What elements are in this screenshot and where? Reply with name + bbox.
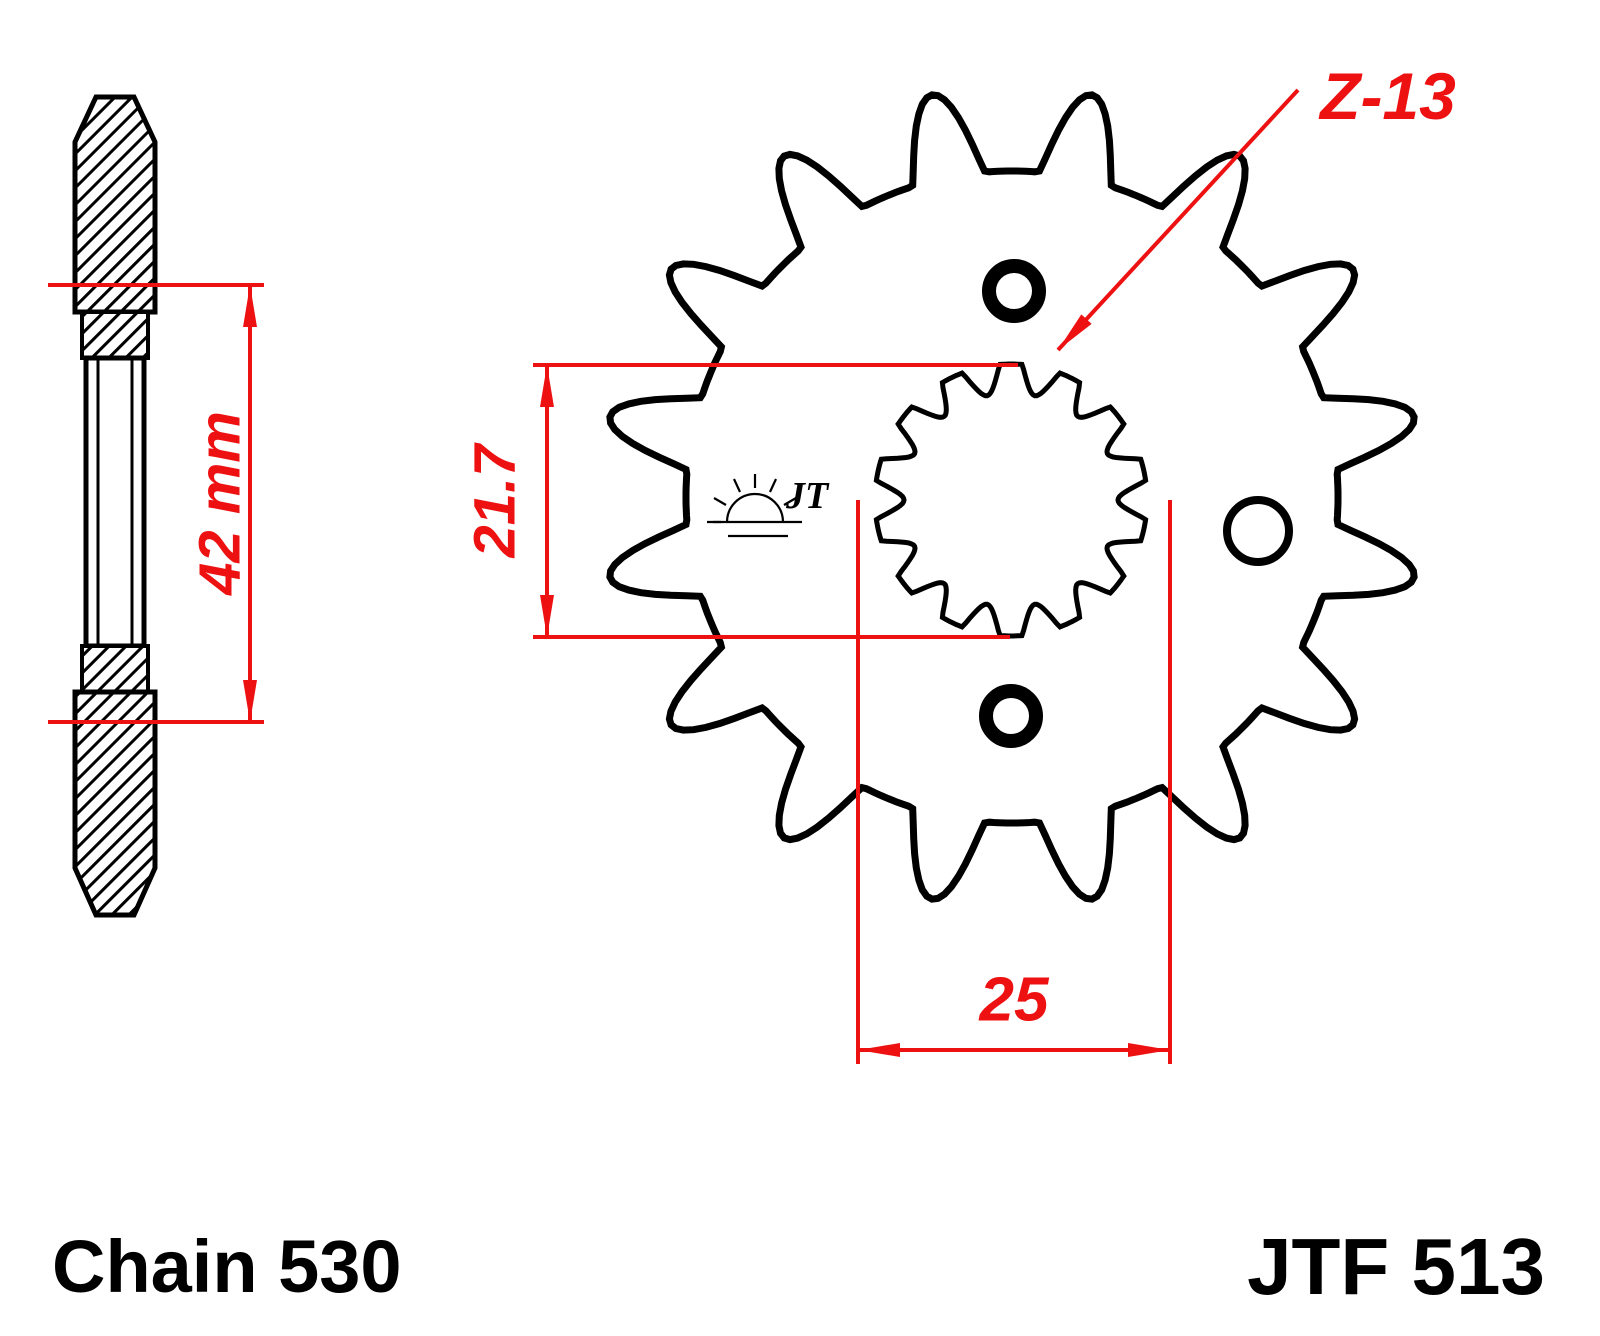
lightening-hole-top xyxy=(982,259,1046,323)
side-view-step-bottom xyxy=(80,644,150,694)
dim-42mm: 42 mm xyxy=(48,283,264,724)
dim-21-7-label: 21.7 xyxy=(463,442,528,559)
sprocket-front-view: JT xyxy=(606,91,1418,903)
side-view-step-top xyxy=(80,310,150,360)
dim-25: 25 xyxy=(856,500,1172,1064)
dim-21-7: 21.7 xyxy=(463,363,1018,639)
dim-25-label: 25 xyxy=(979,966,1050,1035)
spline-bore-outline xyxy=(873,361,1149,639)
logo-text: JT xyxy=(785,475,830,517)
side-view-teeth-top xyxy=(72,94,158,315)
lightening-hole-right xyxy=(1223,496,1293,566)
lightening-hole-bottom xyxy=(979,684,1043,748)
sprocket-side-view xyxy=(72,94,158,918)
logo-horizon-lines xyxy=(713,520,802,538)
chain-spec-label: Chain 530 xyxy=(52,1225,402,1308)
logo-sun-arc xyxy=(725,492,785,523)
dim-42mm-label: 42 mm xyxy=(188,411,253,596)
dimension-annotations: 42 mm 21.7 25 Z-13 xyxy=(48,59,1456,1064)
side-view-teeth-bottom xyxy=(72,689,158,918)
part-number-label: JTF 513 xyxy=(1247,1222,1545,1311)
teeth-count-label: Z-13 xyxy=(1318,59,1456,133)
teeth-count-leader xyxy=(1056,88,1300,352)
teeth-count-callout: Z-13 xyxy=(1056,59,1456,352)
jt-logo: JT xyxy=(707,474,830,538)
side-view-hub xyxy=(83,355,147,649)
